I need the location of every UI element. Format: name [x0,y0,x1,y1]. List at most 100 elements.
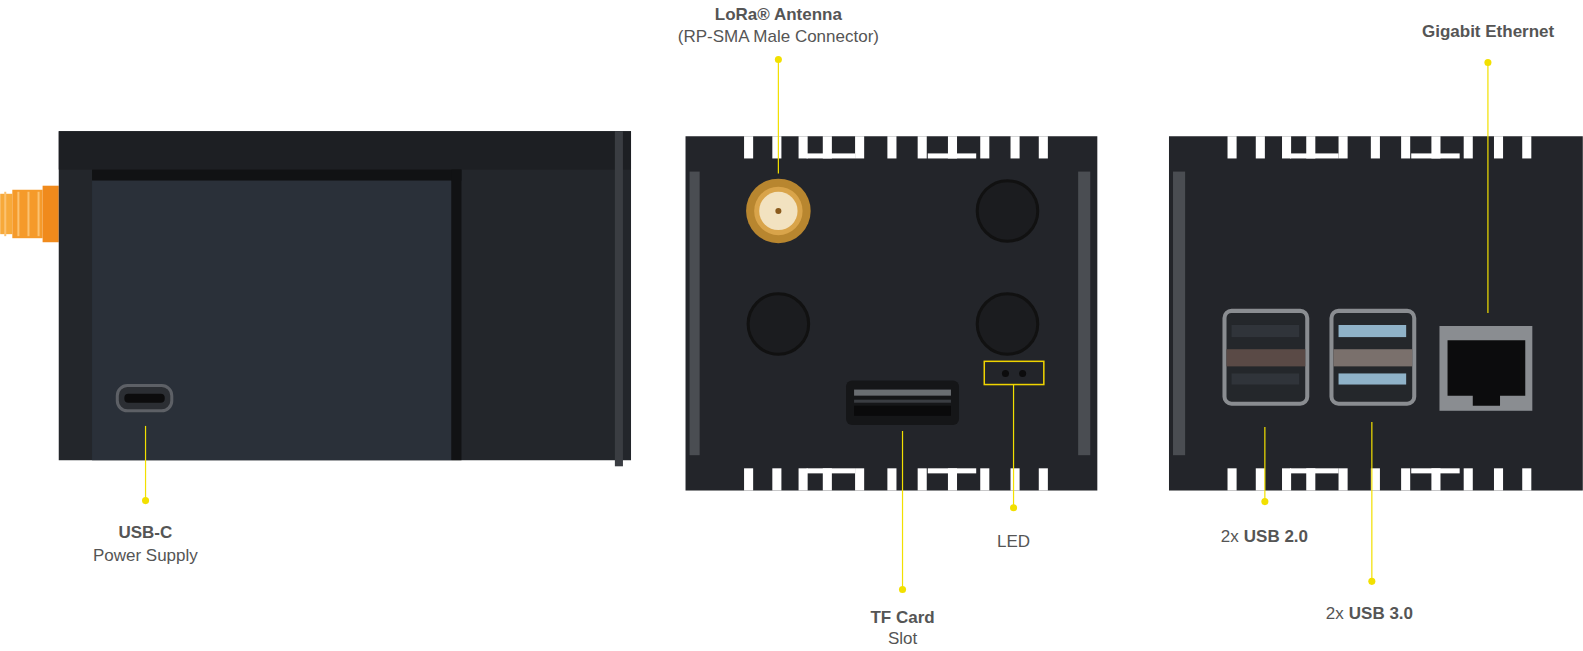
fin-slot [1339,136,1348,158]
side-panel [92,181,451,461]
usb-c-socket [124,394,164,403]
fin-slot [1011,136,1020,158]
ethernet-socket [1448,340,1526,406]
thread-line [4,192,6,236]
leader-dot [1010,504,1017,511]
fin-slot [744,136,753,158]
usb2-port [1224,311,1307,404]
callout-label: LED [997,532,1030,551]
fin-slot [928,468,976,473]
panel-edge [451,170,461,461]
side-view [0,131,631,466]
tf-card-slot [846,381,959,425]
panel-edge [92,170,461,181]
rear-view [1169,136,1583,490]
antenna-connector [746,179,811,244]
fin-slot [1256,468,1265,490]
fin-slot [928,153,976,158]
fin-slot [1401,136,1410,158]
leader-line [902,431,903,589]
callout-label: Slot [888,629,917,648]
callout-holder: Slot [888,629,917,649]
fin-slot [772,468,781,490]
fin-slot [1290,153,1338,158]
fin-slot [1522,468,1531,490]
callout-holder: USB-C [118,523,172,543]
callout-label: USB-C [118,523,172,542]
usb3-tab [1339,325,1407,337]
fin-slot [1401,468,1410,490]
blank-hole [977,294,1038,355]
leader-line [778,60,779,174]
leader-dot [899,586,906,593]
fin-slot [1339,468,1348,490]
callout-holder: (RP-SMA Male Connector) [678,27,879,47]
cooling-fins [744,136,1048,490]
housing-top [59,131,631,169]
fin-slot [980,136,989,158]
fin-slot [980,468,989,490]
leader-line [1487,63,1488,313]
leader-dot [1368,578,1375,585]
fin-slot [1411,153,1459,158]
led-dot [1019,370,1026,377]
housing-edge [1173,172,1185,456]
callout-label: LoRa® Antenna [715,5,842,24]
fin-slot [855,468,864,490]
fin-slot [1371,136,1380,158]
callout-holder: USB 3.0 [1349,604,1413,624]
housing [59,131,631,460]
leader-dot [142,497,149,504]
fin-slot [855,136,864,158]
fin-slot [1464,136,1473,158]
callout-holder: Power Supply [93,546,198,566]
callout-holder: USB 2.0 [1244,527,1308,547]
blank-hole [977,181,1038,242]
leader-line [1013,385,1014,508]
fin-slot [1228,136,1237,158]
usb2-tab [1232,373,1300,384]
usb3-tab [1339,373,1407,384]
fin-slot [887,136,896,158]
fin-slot [1522,136,1531,158]
thread-line [17,192,19,236]
housing-edge [1078,172,1090,456]
callout-label: 2x [1221,527,1239,546]
led-frame [984,361,1044,384]
usb-c-port [117,386,172,411]
fin-slot [1011,468,1020,490]
callout-holder: 2x [1326,604,1344,624]
fin-slot [918,468,927,490]
callout-label: (RP-SMA Male Connector) [678,27,879,46]
thread-line [38,192,40,236]
fin-slot [744,468,753,490]
antenna-ring [754,187,802,235]
fin-slot [918,136,927,158]
leader-line [145,426,146,501]
leader-line [1371,422,1372,581]
callout-label: Power Supply [93,546,198,565]
slot-opening [854,390,951,396]
fin-slot [1256,136,1265,158]
leader-dot [775,56,782,63]
led-dot [1002,370,1009,377]
callout-label: Gigabit Ethernet [1422,22,1554,41]
antenna-connector [12,190,42,238]
fin-slot [772,136,781,158]
housing [686,136,1098,490]
usb2-divider [1227,349,1306,366]
fin-slot [1228,468,1237,490]
fin-slot [807,153,855,158]
antenna-pin [775,208,781,214]
slot-opening [854,406,951,416]
fin-slot [1290,468,1338,473]
callout-label: USB 2.0 [1244,527,1308,546]
fin-slot [1039,468,1048,490]
blank-hole [748,294,809,355]
callout-label: 2x [1326,604,1344,623]
fin-slot [1282,468,1291,490]
callout-holder: LoRa® Antenna [715,5,842,25]
callout-label: TF Card [870,608,934,627]
